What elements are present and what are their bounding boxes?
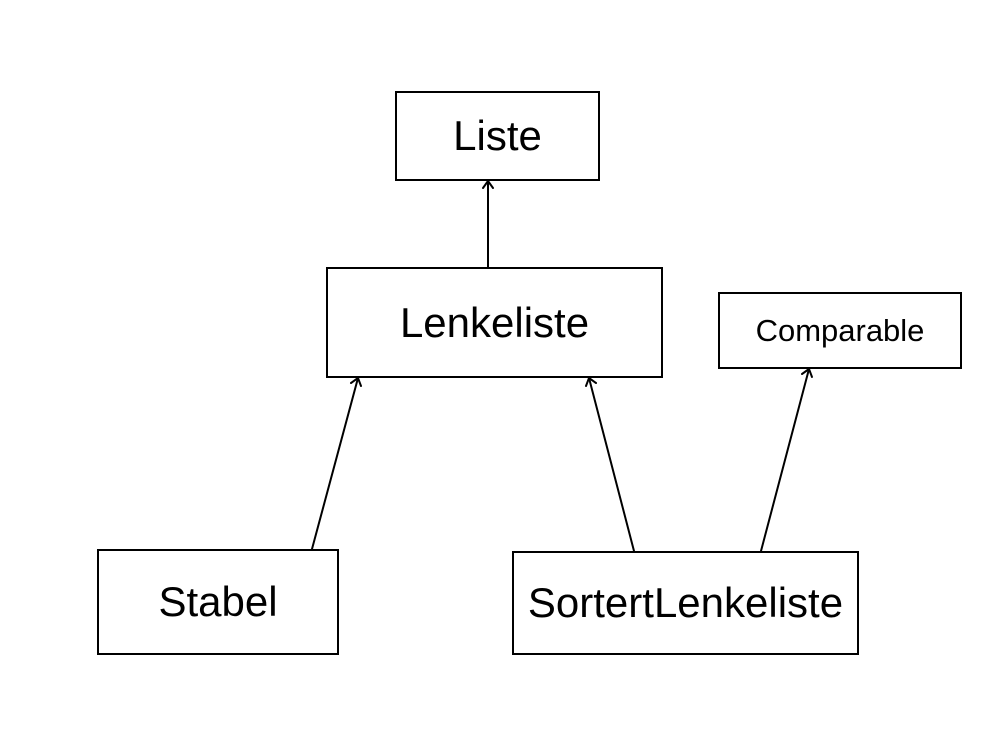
arrow-lenkeliste-to-liste bbox=[482, 180, 494, 268]
arrow-stabel-to-lenkeliste bbox=[311, 377, 362, 550]
class-box-lenkeliste: Lenkeliste bbox=[326, 267, 663, 378]
class-box-stabel: Stabel bbox=[97, 549, 339, 655]
class-label-lenkeliste: Lenkeliste bbox=[399, 298, 590, 346]
arrow-sortert-to-comparable bbox=[760, 368, 813, 552]
arrow-sortert-to-lenkeliste bbox=[585, 377, 635, 552]
class-box-comparable: Comparable bbox=[718, 292, 962, 369]
class-label-sortert-lenkeliste: SortertLenkeliste bbox=[527, 579, 844, 626]
class-box-sortert-lenkeliste: SortertLenkeliste bbox=[512, 551, 859, 655]
class-label-comparable: Comparable bbox=[755, 312, 925, 348]
class-label-stabel: Stabel bbox=[158, 578, 278, 625]
class-box-liste: Liste bbox=[395, 91, 600, 181]
class-label-liste: Liste bbox=[453, 112, 542, 159]
